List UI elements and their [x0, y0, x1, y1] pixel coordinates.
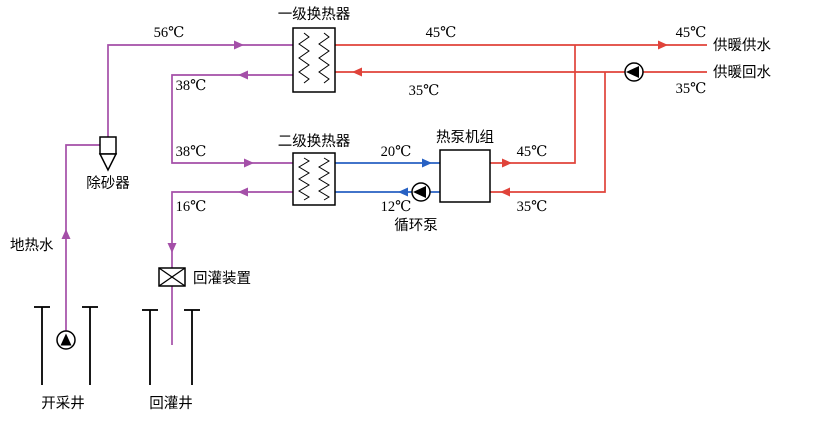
flow-arrow-loop-return: [398, 187, 408, 197]
circulation-pump-label: 循环泵: [394, 217, 438, 234]
temp-supply-end-label: 45℃: [676, 25, 707, 41]
hx2-coil-icon: [318, 157, 330, 201]
temp-hp-in-label: 35℃: [517, 199, 548, 215]
temp-hx2-geo-out-label: 16℃: [176, 199, 207, 215]
reinjection-device: [158, 267, 186, 287]
reinjection-device-label: 回灌装置: [193, 270, 251, 287]
flow-arrow-hp-in: [500, 187, 510, 197]
pump-rotor-icon: [413, 186, 426, 198]
sand-remover-funnel-icon: [98, 153, 118, 172]
temp-hx1-out-label: 45℃: [426, 25, 457, 41]
geothermal-water-label: 地热水: [10, 237, 54, 254]
temp-loop-return-label: 12℃: [381, 199, 412, 215]
well-pump-icon: [56, 330, 76, 350]
flow-arrow-loop-supply: [422, 158, 432, 168]
production-well-label: 开采井: [41, 395, 85, 412]
heating-supply-label: 供暖供水: [713, 37, 771, 54]
temp-hp-out-label: 45℃: [517, 144, 548, 160]
flow-arrow-geo-out-hx2: [238, 187, 248, 197]
hx1-coil-icon: [318, 32, 330, 84]
reinjection-well-label: 回灌井: [149, 395, 193, 412]
heat-pump-label: 热泵机组: [436, 129, 494, 146]
pump-rotor-icon: [60, 333, 72, 346]
flow-arrow-geo-out-hx1: [238, 70, 248, 80]
temp-geo-supply-label: 56℃: [154, 25, 185, 41]
sand-remover: [98, 136, 118, 172]
flow-arrow-to-reinjection: [167, 243, 177, 253]
temp-hx1-return-label: 35℃: [409, 83, 440, 99]
reinjection-well: [142, 309, 200, 385]
heat-pump-return-branch: [490, 72, 606, 193]
reinjection-device-cross-icon: [158, 267, 186, 287]
flow-arrow-heating-supply: [658, 40, 668, 50]
primary-heat-exchanger: [292, 27, 336, 93]
heat-pump-unit: [439, 149, 491, 203]
circulation-pump-icon: [411, 182, 431, 202]
temp-loop-supply-label: 20℃: [381, 144, 412, 160]
well-to-sand-remover-pipe: [65, 144, 100, 331]
production-well: [34, 306, 98, 385]
flow-arrow-geo-into-hx1: [234, 40, 244, 50]
temp-hx1-geo-out-label: 38℃: [176, 78, 207, 94]
sand-remover-label: 除砂器: [86, 175, 130, 192]
temp-return-end-label: 35℃: [676, 81, 707, 97]
flow-arrow-hp-out: [502, 158, 512, 168]
hx1-coil-icon: [298, 32, 310, 84]
primary-heat-exchanger-body: [292, 27, 336, 93]
flow-arrow-geo-into-hx2: [244, 158, 254, 168]
return-pump-icon: [624, 62, 644, 82]
pump-rotor-icon: [626, 66, 639, 78]
heating-return-label: 供暖回水: [713, 64, 771, 81]
sand-remover-to-hx1-pipe: [107, 44, 293, 137]
heat-pump-supply-riser: [490, 45, 576, 164]
flow-arrow-heating-return: [352, 67, 362, 77]
hx2-label: 二级换热器: [278, 133, 351, 150]
hx2-coil-icon: [298, 157, 310, 201]
hx2-to-reinjection-pipe: [171, 191, 293, 268]
flow-arrow-well-riser: [61, 229, 71, 239]
temp-hx2-geo-in-label: 38℃: [176, 144, 207, 160]
secondary-heat-exchanger: [292, 152, 336, 206]
sand-remover-body: [99, 136, 117, 155]
hx1-label: 一级换热器: [278, 6, 351, 23]
hx1-to-hx2-pipe: [171, 74, 293, 164]
